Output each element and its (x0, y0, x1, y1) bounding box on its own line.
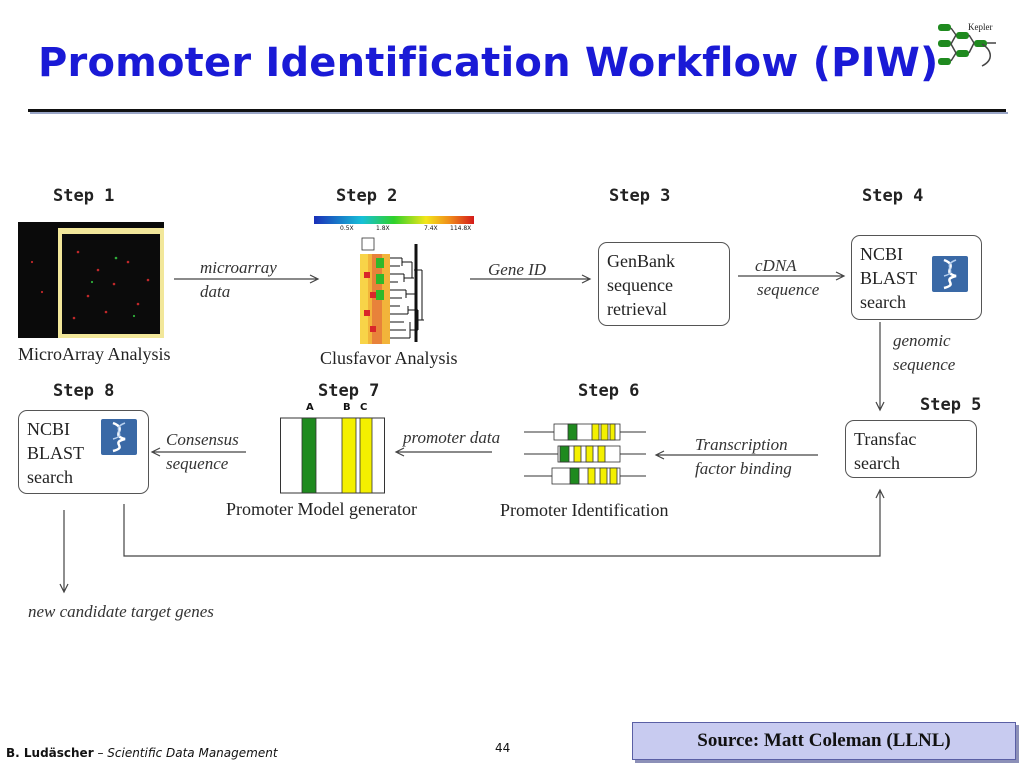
step-2-label: Step 2 (336, 186, 398, 206)
edge-label-gene-id: Gene ID (488, 260, 547, 279)
box-line: NCBI (860, 244, 904, 264)
title-divider-shadow (30, 112, 1008, 114)
footer-author: B. Ludäscher – Scientific Data Managemen… (6, 746, 278, 760)
box-line: sequence (607, 275, 673, 295)
dna-icon (101, 419, 137, 455)
edge-label-line: cDNA (755, 256, 797, 275)
transfac-box: Transfac search (845, 420, 977, 478)
box-line: retrieval (607, 299, 667, 319)
box-line: BLAST (860, 268, 918, 288)
arrow-s5-s6 (654, 450, 818, 460)
step-5-label: Step 5 (920, 395, 982, 415)
slide-title: Promoter Identification Workflow (PIW) (38, 40, 939, 86)
edge-label-consensus: Consensus sequence (166, 428, 239, 476)
column-label-a: A (306, 402, 314, 413)
box-line: Transfac (854, 429, 917, 449)
step-1-caption: MicroArray Analysis (18, 344, 171, 364)
heatmap-scale-tick: 0.5X (340, 225, 354, 232)
footer-separator: – (93, 746, 108, 760)
step-6-label: Step 6 (578, 381, 640, 401)
edge-label-transcription: Transcription factor binding (695, 433, 792, 481)
edge-label-line: sequence (757, 280, 820, 299)
step-3-label: Step 3 (609, 186, 671, 206)
arrow-s7-s8 (150, 447, 246, 457)
source-credit: Source: Matt Coleman (LLNL) (632, 722, 1016, 760)
author-name: B. Ludäscher (6, 746, 94, 760)
step-6-caption: Promoter Identification (500, 500, 669, 520)
step-1-label: Step 1 (53, 186, 115, 206)
box-line: search (854, 453, 900, 473)
ncbi-blast-box-step4: NCBI BLAST search (851, 235, 982, 320)
column-label-b: B (343, 402, 351, 413)
box-line: GenBank (607, 251, 675, 271)
step-4-label: Step 4 (862, 186, 924, 206)
step-2-caption: Clusfavor Analysis (320, 348, 458, 368)
microarray-image (18, 222, 164, 338)
arrow-s2-s3 (470, 274, 592, 284)
edge-label-line: Transcription (695, 435, 788, 454)
box-line: search (860, 292, 906, 312)
ncbi-blast-box-step8: NCBI BLAST search (18, 410, 149, 494)
edge-label-microarray-data: microarray data (200, 256, 277, 304)
heatmap-scale-tick: 7.4X (424, 225, 438, 232)
step-7-label: Step 7 (318, 381, 380, 401)
step-7-caption: Promoter Model generator (226, 499, 417, 519)
arrow-s6-s7 (394, 447, 492, 457)
column-label-c: C (360, 402, 368, 413)
box-line: BLAST (27, 443, 85, 463)
kepler-logo-icon (938, 24, 996, 67)
promoter-identification-diagram (524, 423, 646, 485)
edge-label-line: genomic (893, 331, 951, 350)
arrow-s4-s5 (875, 322, 885, 412)
edge-label-promoter-data: promoter data (403, 428, 501, 447)
genbank-box: GenBank sequence retrieval (598, 242, 730, 326)
edge-label-cdna-sequence: cDNA sequence (755, 254, 820, 302)
promoter-model-diagram (280, 417, 385, 494)
edge-label-line: data (200, 282, 231, 301)
heatmap-scale-tick: 1.8X (376, 225, 390, 232)
step-8-label: Step 8 (53, 381, 115, 401)
kepler-logo-label: Kepler (968, 22, 993, 32)
clusfavor-heatmap (314, 216, 474, 344)
heatmap-scale-tick: 114.8X (450, 225, 472, 232)
box-line: NCBI (27, 419, 71, 439)
dna-icon (932, 256, 968, 292)
arrow-s3-s4 (738, 271, 846, 281)
page-number: 44 (495, 741, 511, 755)
edge-label-genomic-sequence: genomic sequence (893, 329, 955, 377)
output-label: new candidate target genes (28, 602, 214, 621)
arrow-s1-s2 (174, 274, 320, 284)
edge-label-line: Consensus (166, 430, 239, 449)
edge-label-line: sequence (893, 355, 956, 374)
box-line: search (27, 467, 73, 487)
footer-subtitle: Scientific Data Management (107, 746, 278, 760)
edge-label-line: sequence (166, 454, 229, 473)
edge-label-line: microarray (200, 258, 277, 277)
edge-label-line: factor binding (695, 459, 792, 478)
title-divider (28, 109, 1006, 112)
arrow-feedback (123, 488, 885, 557)
arrow-output (59, 510, 69, 594)
